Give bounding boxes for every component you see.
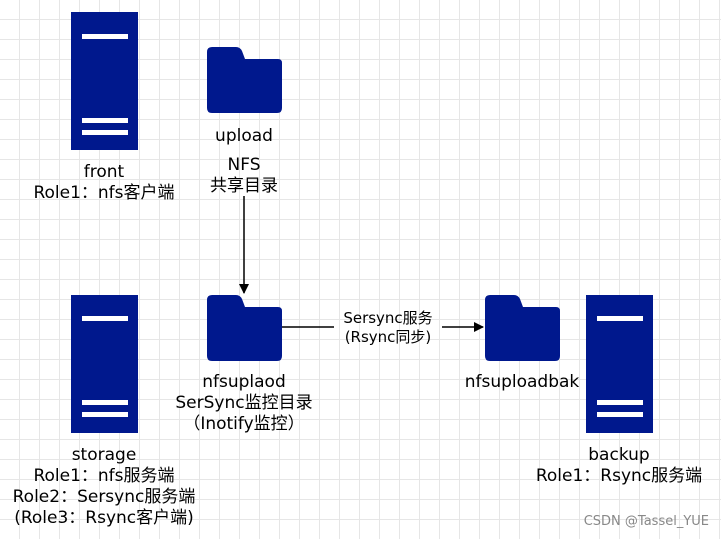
nfsupload-line-2: （Inotify监控） (183, 414, 305, 434)
server-icon-storage (71, 295, 138, 433)
upload-label: upload (194, 126, 294, 147)
storage-role-2: Role2：Sersync服务端 (12, 487, 196, 507)
storage-name: storage (71, 445, 137, 465)
upload-name: upload (215, 126, 273, 146)
nfsuploadbak-label: nfsuploadbak (462, 372, 582, 393)
front-role-1: Role1：nfs客户端 (33, 183, 175, 203)
backup-label: backup Role1：Rsync服务端 (524, 445, 714, 487)
sersync-edge-label-line2: (Rsync同步) (344, 328, 432, 346)
nfsupload-name: nfsuplaod (202, 372, 286, 392)
front-label: front Role1：nfs客户端 (14, 162, 194, 204)
backup-role-1: Role1：Rsync服务端 (535, 466, 703, 486)
nfsupload-line-1: SerSync监控目录 (175, 393, 313, 413)
folder-icon-nfsuploadbak (485, 295, 560, 361)
nfsupload-label: nfsuplaod SerSync监控目录 （Inotify监控） (154, 372, 334, 435)
sersync-edge-label-line1: Sersync服务 (343, 309, 433, 327)
backup-name: backup (588, 445, 650, 465)
storage-role-3: (Role3：Rsync客户端) (14, 508, 194, 528)
storage-label: storage Role1：nfs服务端 Role2：Sersync服务端 (R… (4, 445, 204, 529)
nfsuploadbak-name: nfsuploadbak (464, 372, 580, 392)
nfs-edge-label: NFS 共享目录 (194, 155, 294, 197)
watermark: CSDN @Tassel_YUE (583, 514, 709, 529)
nfs-edge-label-line2: 共享目录 (210, 176, 278, 196)
server-icon-backup (586, 295, 653, 433)
server-icon-front (71, 12, 138, 150)
folder-icon-upload (207, 47, 282, 113)
nfs-edge-label-line1: NFS (227, 155, 261, 175)
front-name: front (83, 162, 125, 182)
storage-role-1: Role1：nfs服务端 (33, 466, 175, 486)
folder-icon-nfsupload (207, 295, 282, 361)
sersync-edge-label: Sersync服务 (Rsync同步) (334, 309, 442, 347)
